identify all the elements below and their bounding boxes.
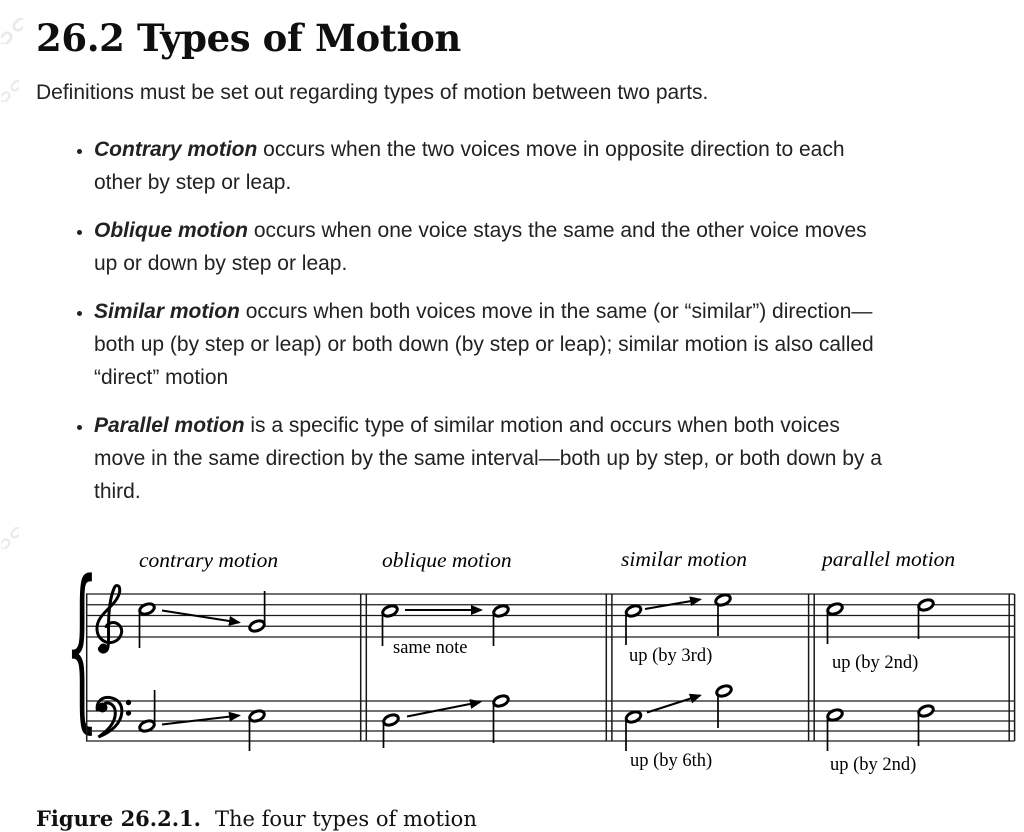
annotation-up-by-3rd: up (by 3rd) (629, 646, 713, 667)
term-parallel-motion: Parallel motion (94, 414, 245, 438)
section-anchor-link-icon[interactable] (0, 17, 27, 49)
motion-arrows (161, 596, 702, 726)
list-item-parallel-motion: Parallel motion is a specific type of si… (94, 409, 889, 508)
list-item-oblique-motion: Oblique motion occurs when one voice sta… (94, 214, 889, 280)
bass-staff-lines (86, 700, 1015, 743)
bass-clef-icon (95, 696, 132, 739)
term-oblique-motion: Oblique motion (94, 219, 248, 243)
figure-anchor-link-icon[interactable] (0, 526, 23, 554)
figure-music-example: { (36, 526, 1024, 798)
column-label-similar-motion: similar motion (621, 547, 748, 572)
definition-text: occurs when one voice stays the same and… (94, 219, 867, 276)
grand-staff-notation: { (66, 543, 1016, 752)
column-label-contrary-motion: contrary motion (139, 548, 279, 573)
half-note-heads (138, 593, 935, 733)
system-brace: { (66, 543, 99, 749)
definition-text: occurs when both voices move in the same… (94, 300, 874, 390)
motion-definitions-list: Contrary motion occurs when the two voic… (36, 133, 1004, 508)
treble-clef-icon (95, 584, 124, 654)
figure-caption-number: Figure 26.2.1. (36, 806, 201, 832)
list-item-contrary-motion: Contrary motion occurs when the two voic… (94, 133, 889, 199)
note-stems (138, 591, 920, 752)
figure-caption-text: The four types of motion (214, 807, 477, 832)
definition-text: is a specific type of similar motion and… (94, 414, 882, 504)
paragraph-anchor-link-icon[interactable] (0, 79, 23, 107)
barlines (85, 594, 1016, 742)
list-item-similar-motion: Similar motion occurs when both voices m… (94, 295, 889, 394)
annotation-up-by-2nd-treble: up (by 2nd) (832, 653, 919, 674)
intro-paragraph: Definitions must be set out regarding ty… (36, 81, 709, 105)
term-contrary-motion: Contrary motion (94, 138, 258, 162)
treble-staff-lines (86, 593, 1015, 639)
figure-caption: Figure 26.2.1. The four types of motion (36, 806, 1004, 831)
annotation-up-by-2nd-bass: up (by 2nd) (830, 755, 917, 776)
annotation-up-by-6th: up (by 6th) (630, 751, 713, 772)
page-title: 26.2 Types of Motion (36, 16, 461, 60)
definition-text: occurs when the two voices move in oppos… (94, 138, 845, 195)
column-label-oblique-motion: oblique motion (382, 548, 512, 573)
column-label-parallel-motion: parallel motion (822, 547, 956, 572)
annotation-same-note: same note (393, 638, 468, 659)
term-similar-motion: Similar motion (94, 300, 240, 324)
